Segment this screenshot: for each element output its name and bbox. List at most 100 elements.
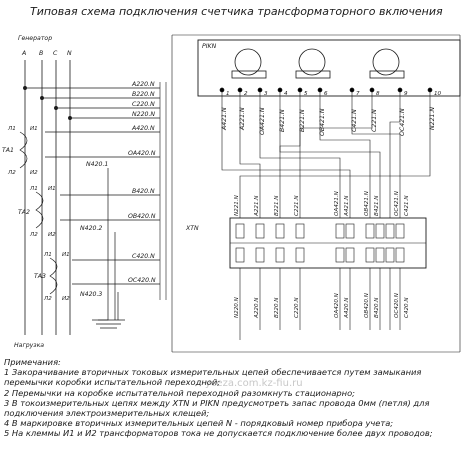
test-block-terminals [235, 223, 405, 263]
wire-label: N220.N [234, 296, 240, 318]
wire-label: OC420.N [128, 277, 156, 284]
wire-label: N420.1 [86, 161, 108, 168]
ct3-i1: И1 [62, 252, 70, 258]
wire-label: C420.N [404, 297, 410, 318]
note-line: подключения электроизмерительных клещей; [4, 408, 210, 419]
ct1-l2: Л2 [7, 170, 16, 176]
voltage-taps [23, 86, 160, 120]
phase-label-n: N [67, 50, 72, 57]
note-line: перемычки коробки испытательной переходн… [4, 377, 221, 388]
wire-label: A220.N [254, 297, 260, 319]
wire-label: B421.N [374, 195, 380, 216]
ct1-l1: Л1 [7, 126, 16, 132]
wire-label: B420.N [132, 188, 155, 195]
ct3-i2: И2 [62, 296, 70, 302]
note-line: 1 Закорачивание вторичных токовых измери… [4, 367, 422, 378]
meter-terminal-numbers: 1 2 3 4 5 6 7 8 9 10 [226, 91, 442, 97]
wire-label: A421.N [344, 195, 350, 217]
ct3-l2: Л2 [43, 296, 52, 302]
terminal-number: 4 [284, 91, 288, 97]
load-label: Нагрузка [14, 342, 44, 349]
wire-label: A420.N [131, 125, 155, 132]
wire-label: B421.N [279, 109, 286, 132]
terminal-number: 9 [404, 91, 408, 97]
ct-windings [19, 131, 160, 329]
phase-label-a: A [21, 50, 26, 57]
ct2-i1: И1 [48, 186, 56, 192]
wire-label: C421.N [351, 109, 358, 132]
notes-heading: Примечания: [4, 357, 61, 367]
meter-coils [231, 48, 405, 79]
block-top-labels: N221.N A221.N B221.N C221.N OA421.N A421… [234, 190, 410, 217]
phase-label-b: B [39, 50, 43, 57]
wire-label: A220.N [131, 81, 155, 88]
wire-label: B220.N [132, 91, 155, 98]
ct1-i2: И2 [30, 170, 38, 176]
wire-label: B420.N [374, 297, 380, 318]
ct2-label: ТА2 [18, 209, 30, 216]
wire-label: B221.N [299, 109, 306, 132]
ct3-label: ТА3 [34, 273, 46, 280]
terminal-number: 1 [226, 91, 230, 97]
wire-label: C220.N [294, 297, 300, 318]
wire-label: OC420.N [394, 292, 400, 318]
terminal-number: 7 [356, 91, 360, 97]
wire-label: N220.N [132, 111, 155, 118]
bus-wire-labels: A220.N B220.N C220.N N220.N A420.N OA420… [80, 81, 156, 298]
terminal-number: 3 [264, 91, 268, 97]
terminal-number: 5 [304, 91, 308, 97]
wire-label: OB421.N [319, 108, 326, 136]
terminal-number: 10 [434, 91, 442, 97]
wire-label: C420.N [132, 253, 155, 260]
wire-label: C221.N [294, 195, 300, 216]
wire-label: OB421.N [364, 190, 370, 216]
wire-label: OA420.N [334, 292, 340, 318]
note-line: 2 Перемычки на коробке испытательной пер… [4, 387, 355, 398]
note-line: 4 В маркировке вторичных измерительных ц… [4, 418, 394, 429]
ct2-l2: Л2 [29, 232, 38, 238]
block-label: XTN [185, 225, 199, 232]
meter-wire-labels: A421.N A221.N OA421.N B421.N B221.N OB42… [221, 107, 436, 136]
ct3-l1: Л1 [43, 252, 52, 258]
terminal-number: 6 [324, 91, 328, 97]
wire-label: OC421.N [399, 108, 406, 136]
trunk-lines [159, 34, 461, 353]
wire-label: OB420.N [364, 292, 370, 318]
ct2-l1: Л1 [29, 186, 38, 192]
ct1-i1: И1 [30, 126, 38, 132]
wire-label: OC421.N [394, 190, 400, 216]
wire-label: B220.N [274, 297, 280, 318]
wire-label: OB420.N [128, 213, 156, 220]
wire-label: A221.N [239, 107, 246, 131]
meter-to-block-wires [221, 92, 431, 218]
meter-box [197, 39, 461, 97]
note-line: 5 На клеммы И1 и И2 трансформаторов тока… [4, 428, 433, 439]
generator-label: Генератор [18, 35, 52, 42]
wire-label: B221.N [274, 195, 280, 216]
terminal-number: 8 [376, 91, 380, 97]
block-bottom-labels: N220.N A220.N B220.N C220.N OA420.N A420… [234, 292, 410, 319]
ct1-label: ТА1 [2, 147, 14, 154]
wire-label: N420.2 [80, 225, 102, 232]
wire-label: N221.N [429, 107, 436, 130]
phase-label-c: C [53, 50, 58, 57]
watermark: yceza.com.kz-fiu.ru [205, 378, 303, 389]
meter-label: PIKN [202, 43, 217, 50]
ct2-i2: И2 [48, 232, 56, 238]
block-bottom-wires [239, 268, 401, 340]
wire-label: C421.N [404, 195, 410, 216]
wire-label: N221.N [234, 194, 240, 216]
terminal-number: 2 [244, 91, 248, 97]
wire-label: A421.N [221, 107, 228, 131]
wire-label: A420.N [344, 297, 350, 319]
wire-label: OA420.N [128, 150, 156, 157]
wire-label: C220.N [132, 101, 155, 108]
phase-buses [24, 60, 71, 335]
wire-label: OA421.N [259, 107, 266, 135]
wire-label: OA421.N [334, 190, 340, 216]
note-line: 3 В токоизмерительных цепях между XTN и … [4, 397, 430, 408]
wire-label: A221.N [254, 195, 260, 217]
wire-label: N420.3 [80, 291, 102, 298]
diagram-title: Типовая схема подключения счетчика транс… [30, 5, 443, 18]
